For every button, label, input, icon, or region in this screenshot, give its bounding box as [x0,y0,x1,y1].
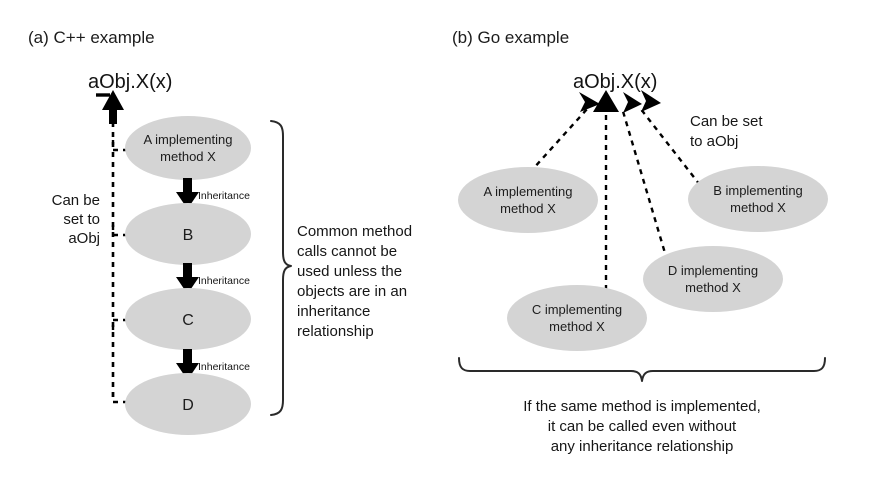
go-annot-line-2: to aObj [690,133,738,150]
right-annot-line-1: Common method [297,223,412,240]
node-go-a-label-line-1: A implementing [484,184,573,199]
panel-go-title: (b) Go example [452,28,569,47]
node-go-c-label-line-1: C implementing [532,302,622,317]
node-cpp-b-shape [125,203,251,265]
dispatch-line-d [620,107,672,271]
node-cpp-a-shape [125,116,251,180]
dispatch-arrowhead-d [623,92,642,113]
node-go-b: B implementing method X [688,166,828,232]
inheritance-arrow-3-icon [176,349,199,380]
node-go-b-label-line-2: method X [730,200,786,215]
go-dispatch-arrowheads [579,90,661,113]
go-annot-line-1: Can be set [690,113,763,130]
right-annot-line-5: inheritance [297,303,370,320]
right-annot-line-6: relationship [297,323,374,340]
left-annot-line-3: aObj [68,230,100,247]
node-go-c-label-line-2: method X [549,319,605,334]
node-cpp-b-label: B [183,227,194,244]
inheritance-edge-2: Inheritance [176,263,250,294]
panel-cpp-left-annotation: Can be set to aObj [52,192,100,247]
cpp-brace [270,120,292,416]
node-go-a-shape [458,167,598,233]
left-annot-line-1: Can be [52,192,100,209]
panel-cpp-title: (a) C++ example [28,28,155,47]
node-go-d-label-line-2: method X [685,280,741,295]
node-cpp-c-shape [125,288,251,350]
panel-cpp-call-expression: aObj.X(x) [88,71,172,93]
inheritance-edge-3-label: Inheritance [198,361,250,373]
go-bottom-annot-line-1: If the same method is implemented, [523,398,761,415]
inheritance-edge-1-label: Inheritance [198,190,250,202]
panel-go: (b) Go example aObj.X(x) Can be set to a… [452,28,828,455]
dispatch-arrowhead-a [579,92,600,112]
go-brace [458,357,826,382]
right-annot-line-3: used unless the [297,263,402,280]
node-go-c: C implementing method X [507,285,647,351]
panel-go-call-expression: aObj.X(x) [573,71,657,93]
left-annot-line-2: set to [63,211,100,228]
node-go-d: D implementing method X [643,246,783,312]
inheritance-edge-3: Inheritance [176,349,250,380]
panel-cpp-right-annotation: Common method calls cannot be used unles… [297,223,412,340]
panel-go-right-annotation: Can be set to aObj [690,113,763,150]
go-dispatch-lines [522,107,701,300]
inheritance-arrow-1-icon [176,178,199,209]
inheritance-edge-1: Inheritance [176,178,250,209]
node-cpp-a-label-line-1: A implementing [144,132,233,147]
node-cpp-d-shape [125,373,251,435]
dispatch-line-a [522,107,589,181]
go-bottom-annot-line-3: any inheritance relationship [551,438,734,455]
inheritance-edge-2-label: Inheritance [198,275,250,287]
node-cpp-d-label: D [182,397,194,414]
node-go-a-label-line-2: method X [500,201,556,216]
node-go-a: A implementing method X [458,167,598,233]
dispatch-arrowhead-b [641,90,661,112]
dispatch-arrow-up [102,90,124,124]
node-go-b-shape [688,166,828,232]
dispatch-line-b [639,107,701,186]
node-cpp-a-label-line-2: method X [160,149,216,164]
node-cpp-c-label: C [182,312,194,329]
panel-cpp: (a) C++ example aObj.X(x) Can b [28,28,412,435]
node-cpp-d: D [125,373,251,435]
node-cpp-b: B [125,203,251,265]
node-go-c-shape [507,285,647,351]
node-cpp-a: A implementing method X [125,116,251,180]
node-go-b-label-line-1: B implementing [713,183,803,198]
panel-go-bottom-annotation: If the same method is implemented, it ca… [523,398,761,455]
right-annot-line-2: calls cannot be [297,243,397,260]
inheritance-arrow-2-icon [176,263,199,294]
node-go-d-shape [643,246,783,312]
dispatch-arrowhead-c [593,90,619,112]
dispatch-connector-stubs [111,140,135,404]
node-cpp-c: C [125,288,251,350]
node-go-d-label-line-1: D implementing [668,263,758,278]
go-bottom-annot-line-2: it can be called even without [548,418,737,435]
right-annot-line-4: objects are in an [297,283,407,300]
